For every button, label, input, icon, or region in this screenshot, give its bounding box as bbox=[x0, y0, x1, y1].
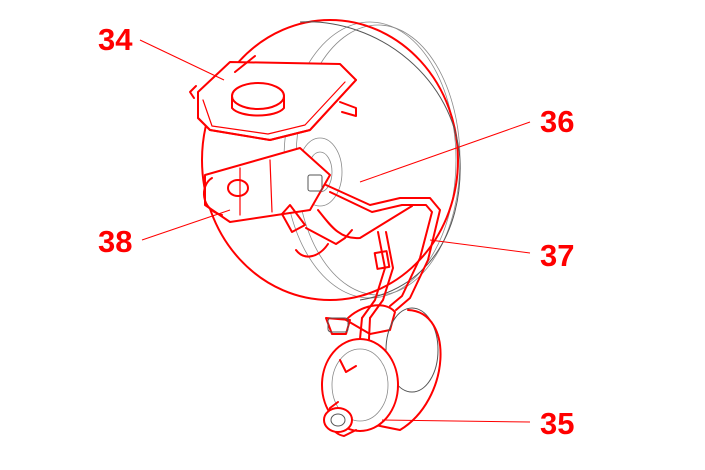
pressure-regulator bbox=[321, 307, 442, 437]
fluid-reservoir bbox=[189, 55, 357, 141]
leader-34 bbox=[139, 39, 225, 81]
leader-37 bbox=[429, 239, 531, 254]
callout-labels: 34 36 38 37 35 bbox=[98, 22, 574, 441]
callout-36: 36 bbox=[540, 104, 574, 139]
callout-35: 35 bbox=[540, 406, 574, 441]
leader-35 bbox=[381, 419, 531, 423]
leader-36 bbox=[359, 121, 531, 183]
leader-lines bbox=[139, 39, 531, 423]
callout-37: 37 bbox=[540, 238, 574, 273]
master-cylinder bbox=[203, 147, 331, 233]
callout-34: 34 bbox=[98, 22, 133, 57]
leader-38 bbox=[141, 209, 231, 241]
callout-38: 38 bbox=[98, 224, 132, 259]
